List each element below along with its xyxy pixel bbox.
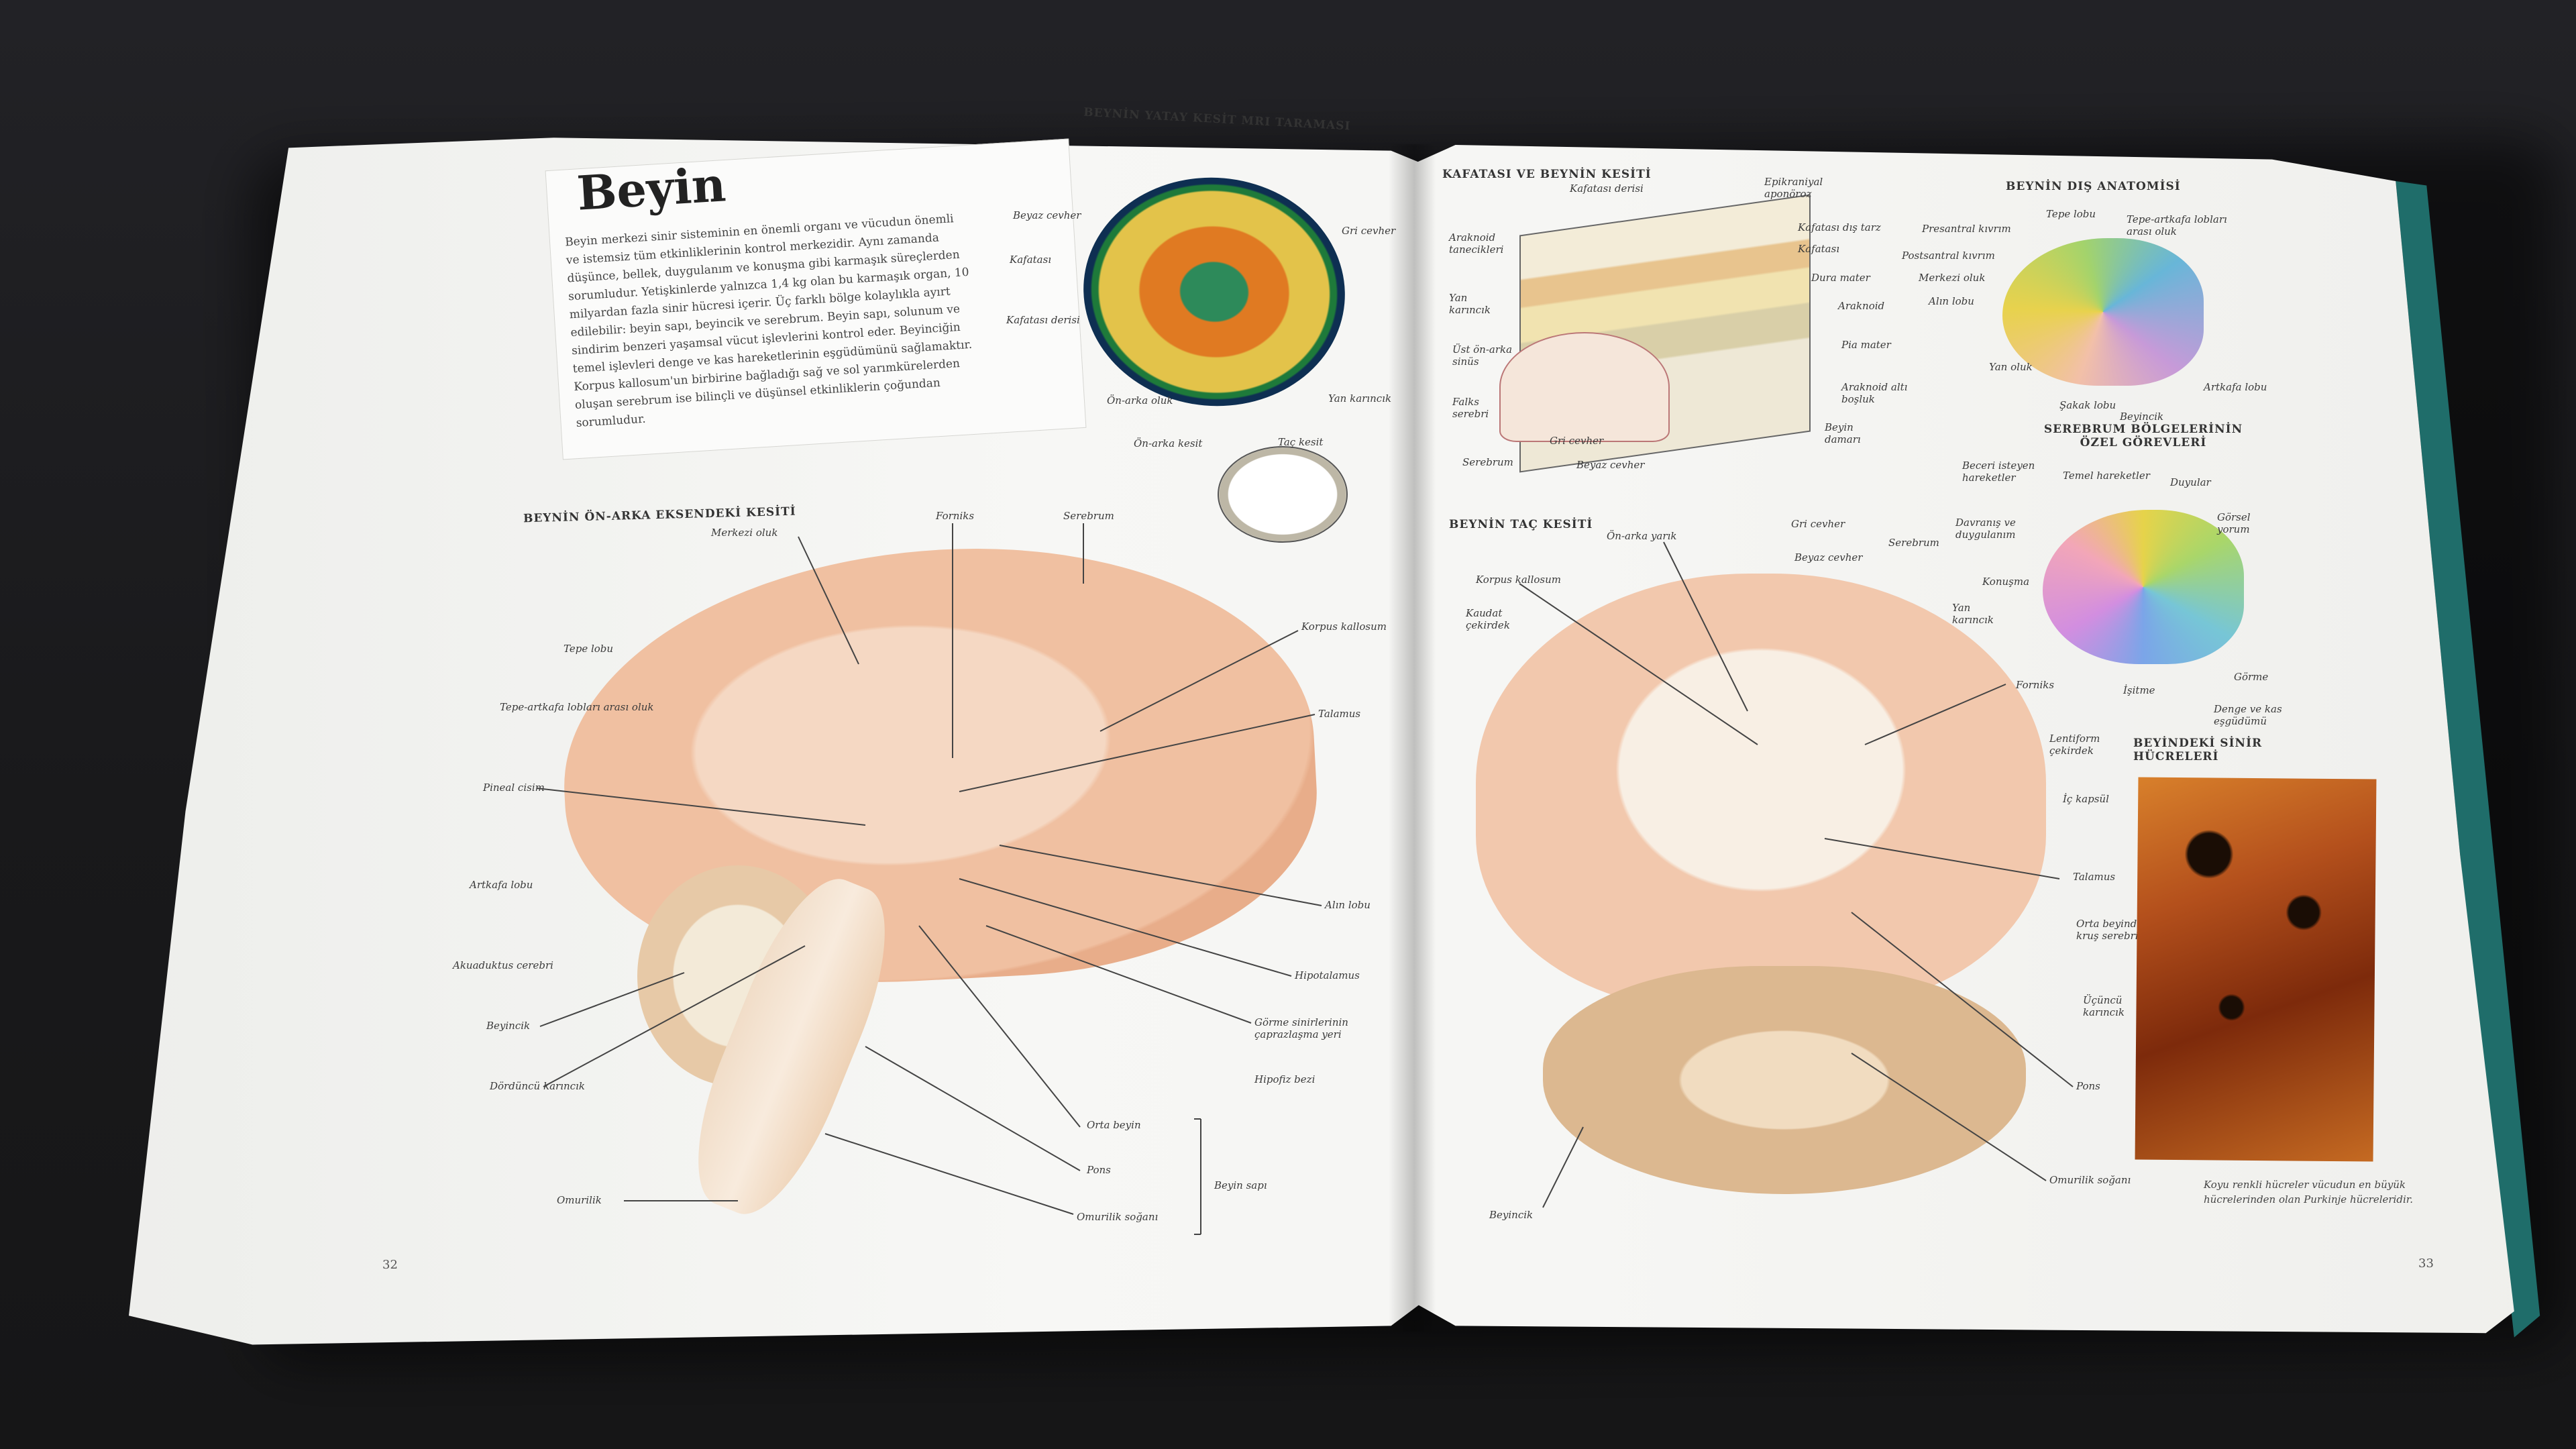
coronal-label: Beyaz cevher	[1794, 551, 1863, 564]
sagittal-label: Korpus kallosum	[1301, 621, 1387, 633]
functions-label: Davranış ve duygulanım	[1955, 517, 2016, 541]
sagittal-label: Alın lobu	[1325, 899, 1371, 911]
mri-label: Yan karıncık	[1328, 392, 1392, 405]
skull-label: Serebrum	[1462, 456, 1513, 468]
coronal-label: Pons	[2076, 1080, 2100, 1092]
skull-label: Yan karıncık	[1449, 292, 1491, 316]
sagittal-label: Hipofiz bezi	[1254, 1073, 1316, 1085]
outer-label: Postsantral kıvrım	[1902, 250, 1995, 262]
book-gutter	[1389, 144, 1436, 1332]
outer-label: Yan oluk	[1989, 361, 2033, 373]
mri-label: Kafatası	[1010, 254, 1052, 266]
skull-label: Gri cevher	[1550, 435, 1604, 447]
sagittal-label: Hipotalamus	[1295, 969, 1360, 981]
sagittal-label: Orta beyin	[1087, 1119, 1141, 1131]
skull-label: Araknoid tanecikleri	[1449, 231, 1504, 256]
skull-label: Üst ön-arka sinüs	[1452, 343, 1513, 368]
skull-label: Dura mater	[1811, 272, 1870, 284]
sagittal-label: Artkafa lobu	[470, 879, 533, 891]
page-number-left: 32	[382, 1258, 398, 1272]
mri-label: Gri cevher	[1342, 225, 1396, 237]
skull-label: Kafatası	[1798, 243, 1840, 255]
functions-label: Görme	[2234, 671, 2269, 683]
outer-label: Presantral kıvrım	[1922, 223, 2011, 235]
cells-caption: Koyu renkli hücreler vücudun en büyük hü…	[2204, 1179, 2414, 1205]
sagittal-label: Görme sinirlerinin çaprazlaşma yeri	[1254, 1016, 1348, 1040]
coronal-header: BEYNİN TAÇ KESİTİ	[1449, 518, 1593, 531]
coronal-label: İç kapsül	[2063, 793, 2109, 805]
coronal-label: Üçüncü karıncık	[2083, 994, 2125, 1018]
coronal-label: Korpus kallosum	[1476, 574, 1561, 586]
coronal-label: Yan karıncık	[1952, 602, 1994, 626]
coronal-label: Forniks	[2016, 679, 2055, 691]
outer-label: Tepe-artkafa lobları arası oluk	[2127, 213, 2227, 237]
functions-label: Denge ve kas eşgüdümü	[2214, 703, 2282, 727]
coronal-label: Gri cevher	[1791, 518, 1845, 530]
mri-label: Ön-arka kesit	[1134, 437, 1203, 449]
coronal-label: Orta beyinde kruş serebri	[2076, 918, 2143, 942]
coronal-brain-image	[1476, 574, 2046, 1010]
sagittal-label: Omurilik	[557, 1194, 602, 1206]
coronal-label: Kaudat çekirdek	[1466, 607, 1510, 631]
sagittal-label: Tepe lobu	[564, 643, 614, 655]
skull-label: Araknoid	[1838, 300, 1885, 312]
cells-header: BEYİNDEKİ SİNİR HÜCRELERİ	[2133, 737, 2263, 763]
skull-label: Beyaz cevher	[1576, 459, 1645, 471]
functions-label: İşitme	[2123, 684, 2155, 696]
skull-label: Falks serebri	[1452, 396, 1489, 420]
coronal-label: Omurilik soğanı	[2049, 1174, 2131, 1186]
outer-label: Alın lobu	[1929, 295, 1974, 307]
sagittal-label: Beyin sapı	[1214, 1179, 1267, 1191]
functions-label: Görsel yorum	[2217, 511, 2251, 535]
outer-label: Tepe lobu	[2046, 208, 2096, 220]
mri-label: Beyaz cevher	[1013, 209, 1081, 221]
sagittal-label: Pons	[1087, 1164, 1111, 1176]
skull-inset-image	[1499, 332, 1670, 442]
sagittal-label: Forniks	[936, 510, 975, 522]
coronal-label: Talamus	[2073, 871, 2116, 883]
page-number-right: 33	[2418, 1256, 2434, 1271]
sagittal-label: Akuaduktus cerebri	[453, 959, 553, 971]
outer-label: Artkafa lobu	[2204, 381, 2267, 393]
outer-anatomy-header: BEYNİN DIŞ ANATOMİSİ	[2006, 180, 2181, 193]
mri-label: Ön-arka oluk	[1107, 394, 1173, 407]
mri-label: Kafatası derisi	[1006, 314, 1080, 326]
skull-label: Epikraniyal aponöroz	[1764, 176, 1823, 200]
functions-label: Duyular	[2170, 476, 2211, 488]
sagittal-label: Talamus	[1318, 708, 1361, 720]
coronal-label: Lentiform çekirdek	[2049, 733, 2100, 757]
skull-header: KAFATASI VE BEYNİN KESİTİ	[1442, 168, 1652, 181]
functions-label: Temel hareketler	[2063, 470, 2150, 482]
skull-label: Araknoid altı boşluk	[1841, 381, 1908, 405]
outer-label: Beyincik	[2120, 411, 2164, 423]
skull-label: Beyin damarı	[1825, 421, 1861, 445]
sagittal-label: Tepe-artkafa lobları arası oluk	[500, 701, 654, 713]
functions-brain-image	[2043, 510, 2244, 664]
skull-label: Pia mater	[1841, 339, 1891, 351]
outer-label: Şakak lobu	[2059, 399, 2116, 411]
functions-label: Konuşma	[1982, 576, 2030, 588]
coronal-label: Serebrum	[1888, 537, 1939, 549]
sagittal-label: Pineal cisim	[483, 782, 545, 794]
coronal-label: Ön-arka yarık	[1607, 530, 1677, 542]
skull-label: Kafatası dış tarz	[1798, 221, 1881, 233]
coronal-cerebellum-image	[1543, 966, 2026, 1194]
sagittal-label: Omurilik soğanı	[1077, 1211, 1159, 1223]
outer-brain-image	[2002, 238, 2204, 386]
outer-label: Merkezi oluk	[1919, 272, 1986, 284]
functions-header: SEREBRUM BÖLGELERİNİN ÖZEL GÖREVLERİ	[2043, 423, 2243, 449]
coronal-label: Beyincik	[1489, 1209, 1534, 1221]
skull-label: Kafatası derisi	[1570, 182, 1644, 195]
transverse-section-image	[1218, 446, 1348, 543]
mri-label: Taç kesit	[1278, 436, 1324, 448]
sagittal-label: Merkezi oluk	[711, 527, 778, 539]
sagittal-label: Beyincik	[486, 1020, 531, 1032]
sagittal-label: Serebrum	[1063, 510, 1114, 522]
functions-label: Beceri isteyen hareketler	[1962, 460, 2035, 484]
sagittal-label: Dördüncü karıncık	[490, 1080, 585, 1092]
